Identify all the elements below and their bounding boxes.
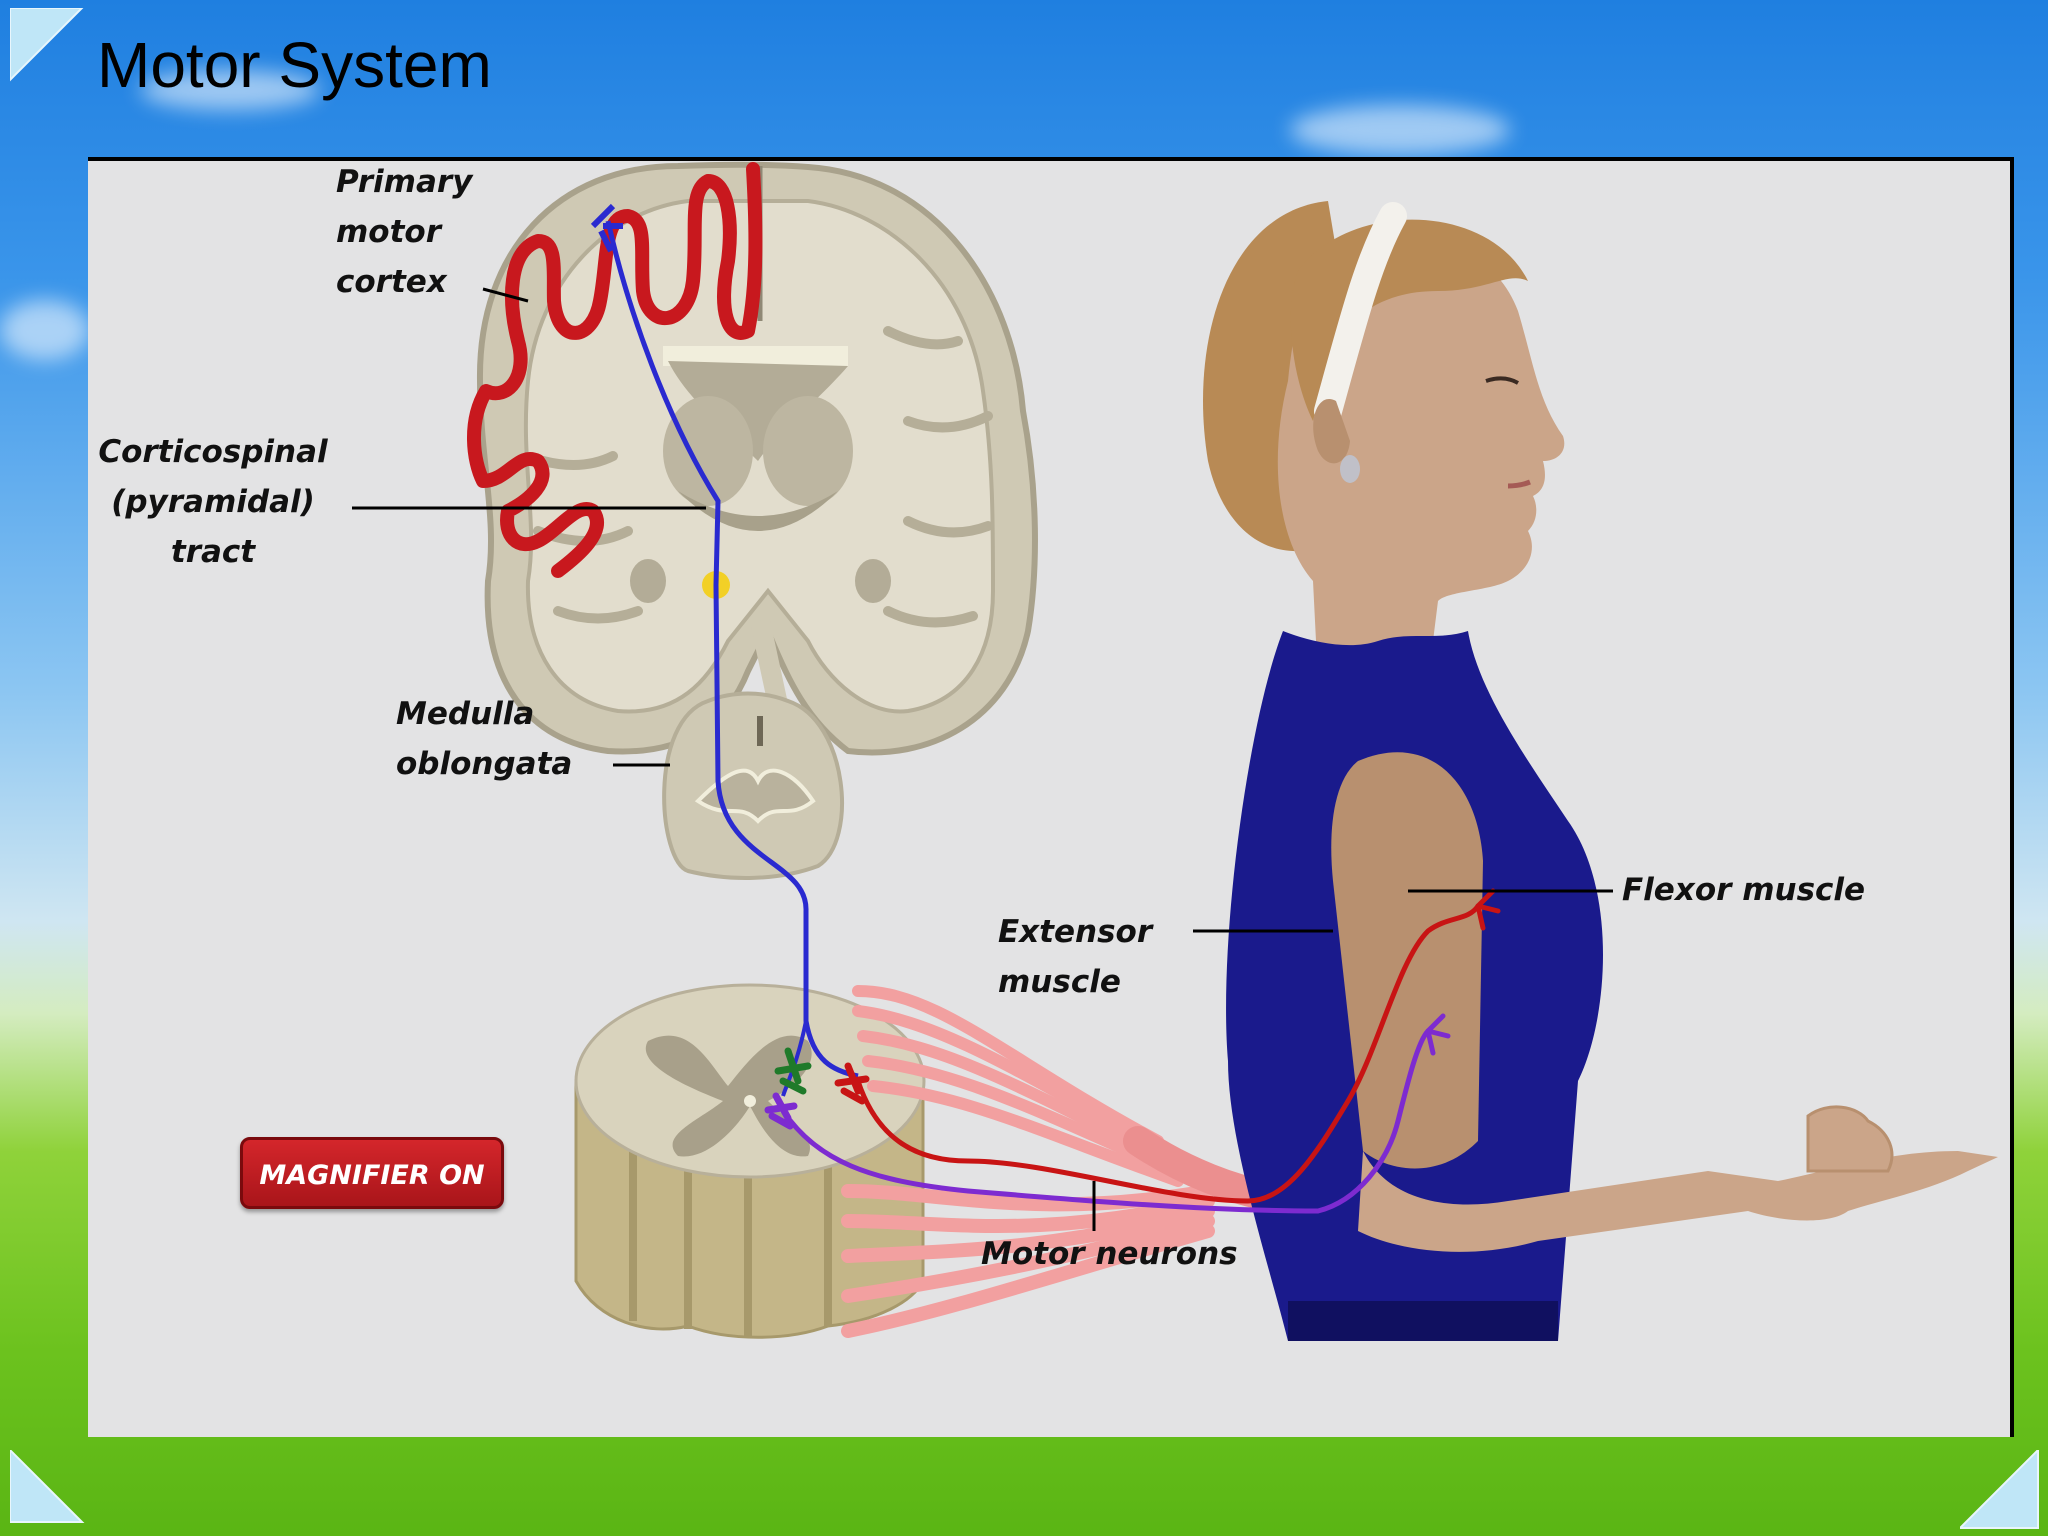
label-extensor-muscle: Extensor muscle (998, 914, 1153, 1000)
spinal-cord-segment (574, 983, 926, 1339)
slide-title: Motor System (97, 29, 492, 101)
cloud-decoration (0, 300, 90, 360)
corner-triangle-bottom-left (10, 1450, 85, 1523)
label-flexor-muscle: Flexor muscle (1622, 872, 1866, 908)
cloud-decoration (1290, 105, 1510, 155)
label-motor-neurons: Motor neurons (981, 1236, 1238, 1272)
label-primary-motor-cortex: Primary motor cortex (336, 164, 473, 300)
corner-triangle-bottom-right (1960, 1450, 2039, 1529)
medulla-section (662, 691, 844, 880)
label-leader-lines (352, 287, 1613, 1231)
corner-triangle-top-left (10, 8, 84, 82)
magnifier-on-button[interactable]: MAGNIFIER ON (240, 1137, 504, 1209)
cloud-decoration (140, 70, 320, 110)
brain-coronal-section (467, 161, 1038, 756)
motor-neuron-pathways (764, 888, 1501, 1214)
label-medulla-oblongata: Medulla oblongata (396, 696, 573, 782)
motor-system-illustration (352, 161, 1998, 1341)
human-figure (1203, 201, 1998, 1341)
label-corticospinal-tract: Corticospinal (pyramidal) tract (98, 434, 328, 570)
motor-system-figure: Primary motor cortex Corticospinal (pyra… (88, 157, 2014, 1437)
